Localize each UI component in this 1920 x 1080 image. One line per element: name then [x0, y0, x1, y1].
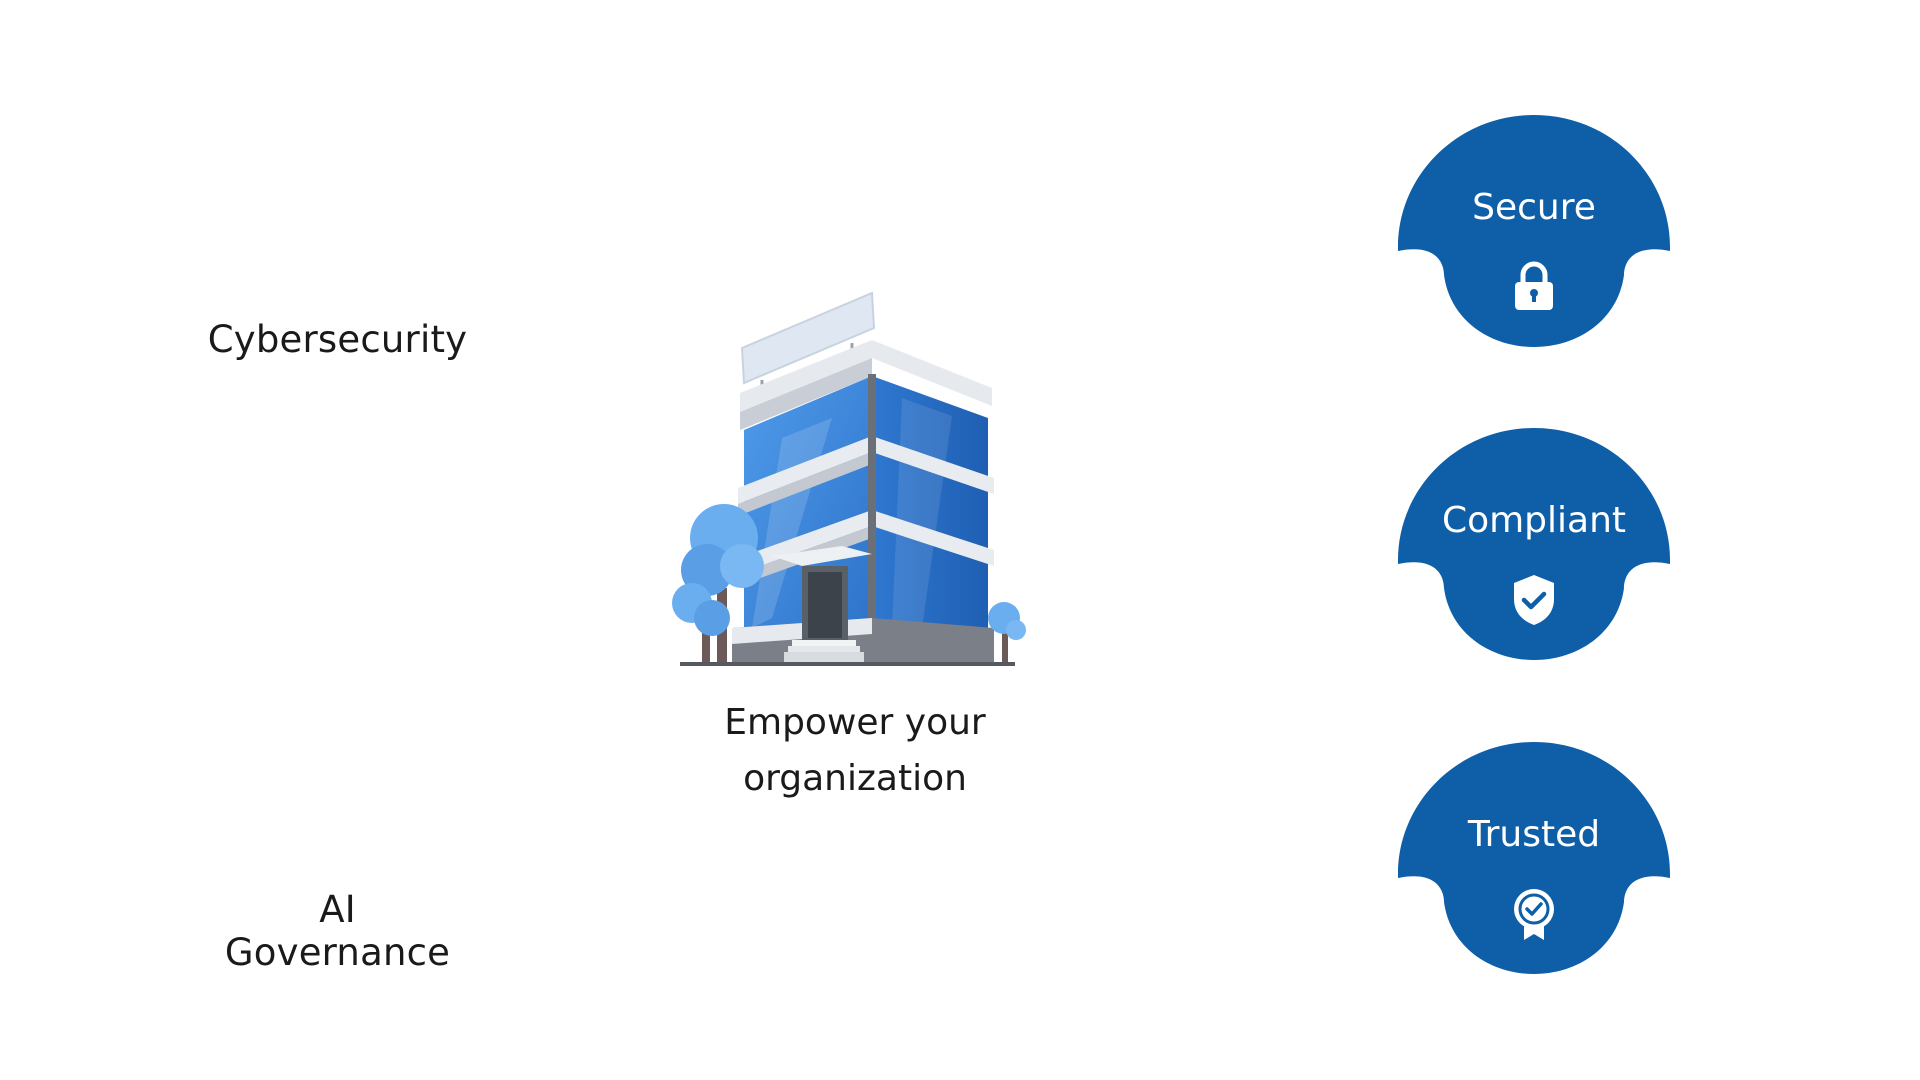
lock-icon: [1515, 261, 1553, 310]
ai-governance-label: AI Governance: [224, 888, 451, 974]
shield-check-icon: [1514, 575, 1554, 625]
badge-trusted: Trusted: [1398, 742, 1670, 974]
caption-line-1: Empower your: [724, 702, 986, 743]
badge-shape: [1398, 115, 1670, 347]
empower-caption: Empower your organization: [690, 695, 1020, 807]
badge-title: Secure: [1472, 187, 1596, 228]
award-ribbon-icon: [1514, 889, 1554, 940]
office-building-illustration: [662, 288, 1028, 668]
badge-compliant: Compliant: [1398, 428, 1670, 660]
caption-line-2: organization: [743, 758, 967, 799]
cybersecurity-label: Cybersecurity: [207, 318, 468, 361]
badge-shape: [1398, 742, 1670, 974]
badge-secure: Secure: [1398, 115, 1670, 347]
badge-shape: [1398, 428, 1670, 660]
badge-title: Trusted: [1467, 814, 1601, 855]
badge-title: Compliant: [1441, 500, 1627, 541]
